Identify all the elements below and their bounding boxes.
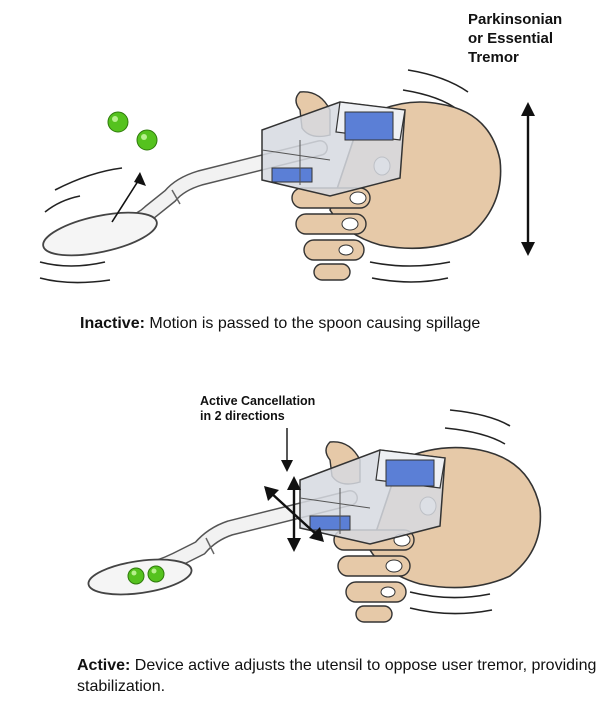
tremor-type-label: Parkinsonian or Essential Tremor: [468, 10, 598, 67]
peas-spilled: [107, 111, 158, 151]
active-caption-bold: Active:: [77, 657, 131, 674]
motion-lines-left: [39, 167, 123, 284]
active-caption: Active: Device active adjusts the utensi…: [77, 655, 597, 697]
spoon: [42, 140, 328, 257]
cancellation-pointer: [281, 428, 293, 472]
inactive-caption: Inactive: Motion is passed to the spoon …: [80, 313, 590, 334]
active-illustration: [87, 409, 542, 623]
tremor-label-line: or Essential: [468, 30, 554, 47]
cancellation-label-line: Active Cancellation: [200, 394, 316, 408]
spill-arrow: [111, 172, 146, 223]
motion-lines-right: [409, 409, 511, 615]
peas-on-spoon: [127, 565, 165, 585]
cancellation-cross-arrows: [264, 476, 324, 552]
tremor-vertical-arrow: [521, 102, 535, 256]
inactive-caption-text: Motion is passed to the spoon causing sp…: [144, 315, 481, 332]
inactive-panel: Parkinsonian or Essential Tremor Inactiv…: [0, 0, 600, 340]
stabilizer-device-bottom: [299, 449, 446, 545]
active-caption-text: Device active adjusts the utensil to opp…: [77, 657, 597, 695]
active-panel: Active Cancellation in 2 directions Acti…: [0, 380, 600, 728]
tremor-label-line: Parkinsonian: [468, 11, 563, 28]
cancellation-label: Active Cancellation in 2 directions: [200, 394, 370, 424]
inactive-illustration: [39, 69, 535, 284]
tremor-label-line: Tremor: [468, 49, 519, 66]
cancellation-label-line: in 2 directions: [200, 409, 285, 423]
inactive-caption-bold: Inactive:: [80, 315, 145, 332]
stabilizer-device-top: [261, 101, 406, 197]
